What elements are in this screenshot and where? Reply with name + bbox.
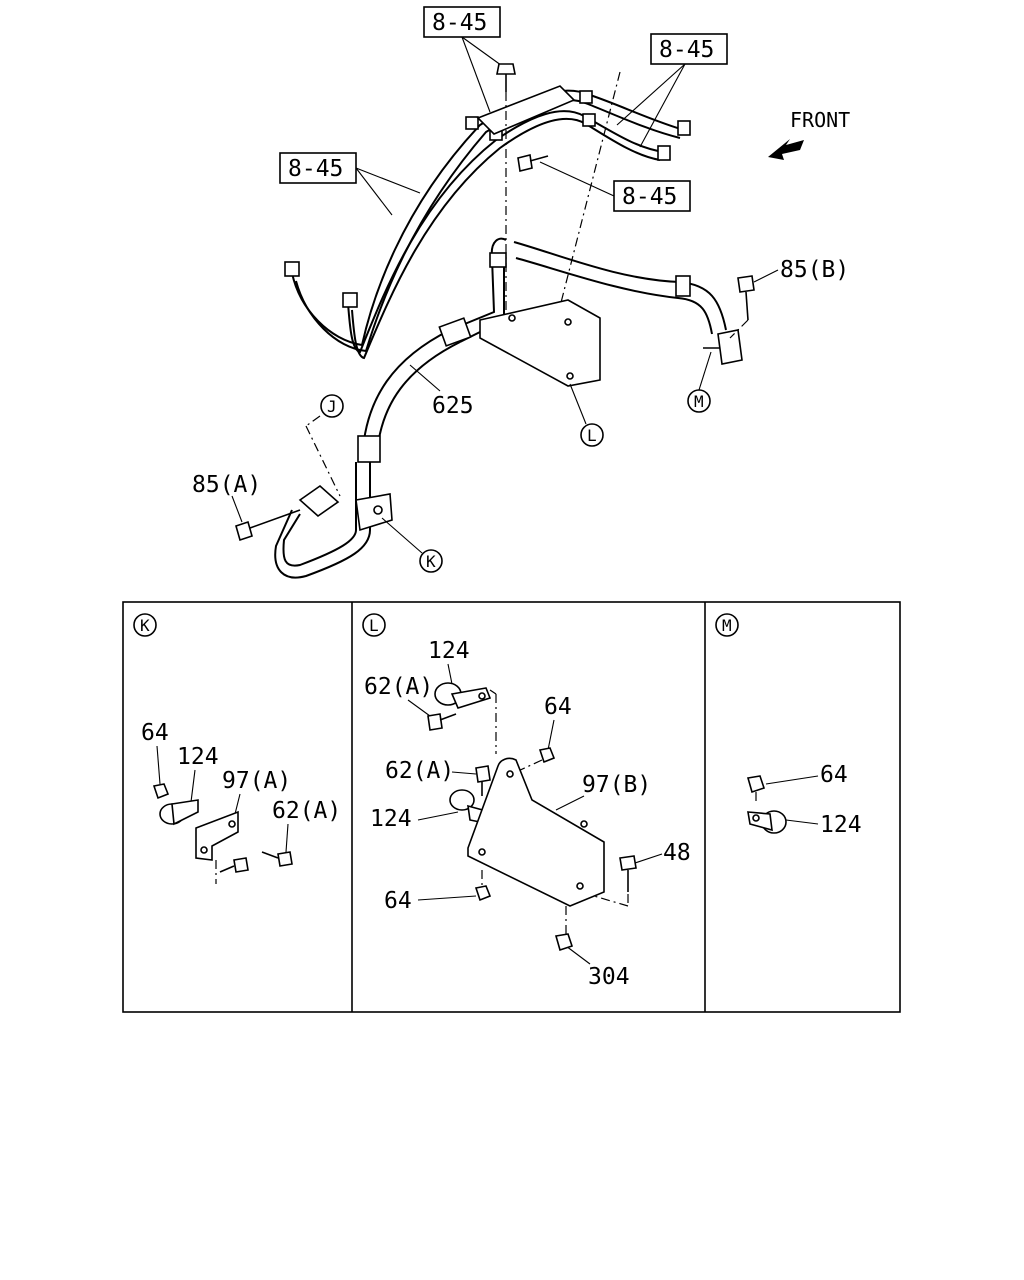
label-62a: 62(A) [364,674,433,700]
bolt-8-45-top [496,63,516,92]
label-124: 124 [428,638,470,664]
label-97b: 97(B) [582,772,651,798]
ref-box-8-45-mid: 8-45 [613,180,691,212]
leader-line [355,167,421,194]
svg-text:8-45: 8-45 [622,184,677,210]
label-62a: 62(A) [385,758,454,784]
svg-text:M: M [722,616,732,635]
pipe-clamp-bracket [476,85,576,135]
svg-text:L: L [369,616,379,635]
leader-line [409,364,441,392]
detail-frame [122,601,901,1013]
center-line [554,71,621,327]
label-48: 48 [663,840,691,866]
label-304: 304 [588,964,630,990]
label-85b: 85(B) [780,257,849,283]
leader-line [461,36,506,69]
marker-l: L [580,423,604,447]
label-625: 625 [432,393,474,419]
marker-k: K [419,549,443,573]
fitting-m-assembly [703,329,743,365]
ref-box-8-45-left: 8-45 [279,152,357,184]
leader-line [616,63,686,126]
bolt-8-45-mid [517,154,549,172]
marker-m: M [687,389,711,413]
leader-line [753,269,779,283]
leader-line [639,63,686,148]
bolt-85a [235,509,301,542]
marker-j: J [320,394,344,418]
svg-text:L: L [587,426,597,445]
svg-text:FRONT: FRONT [790,108,850,132]
leader-line [698,351,712,391]
label-97a: 97(A) [222,768,291,794]
label-124: 124 [820,812,862,838]
label-64: 64 [544,694,572,720]
svg-text:8-45: 8-45 [288,156,343,182]
hose-625 [357,237,727,463]
leader-line [569,383,587,425]
label-124: 124 [177,744,219,770]
center-line [729,319,749,339]
ref-box-8-45-top: 8-45 [423,6,501,38]
label-64: 64 [820,762,848,788]
bracket-97b-upper [479,299,601,387]
label-64: 64 [141,720,169,746]
leader-line [461,36,491,113]
svg-text:K: K [426,552,436,571]
svg-text:J: J [327,397,337,416]
bolt-85b [737,275,755,321]
svg-text:8-45: 8-45 [432,10,487,36]
front-indicator: FRONT [768,108,850,160]
detail-panel-l: L 124 62(A) 64 62(A) 97(B) 124 48 64 304 [362,613,691,990]
svg-text:K: K [140,616,150,635]
label-64: 64 [384,888,412,914]
svg-text:M: M [694,392,704,411]
leader-line [231,495,243,523]
hard-pipes-upper [291,89,685,360]
ref-box-8-45-top-right: 8-45 [650,33,728,65]
label-62a: 62(A) [272,798,341,824]
leader-line [539,161,615,197]
label-124: 124 [370,806,412,832]
hard-pipe-lower [274,462,393,579]
front-arrow-icon [768,139,804,160]
detail-panel-m: M 64 124 [715,613,862,838]
label-85a: 85(A) [192,472,261,498]
detail-panel-k: K 64 124 97(A) 62(A) [133,613,341,884]
leader-line [355,167,393,216]
svg-text:8-45: 8-45 [659,37,714,63]
leader-line [381,517,423,554]
